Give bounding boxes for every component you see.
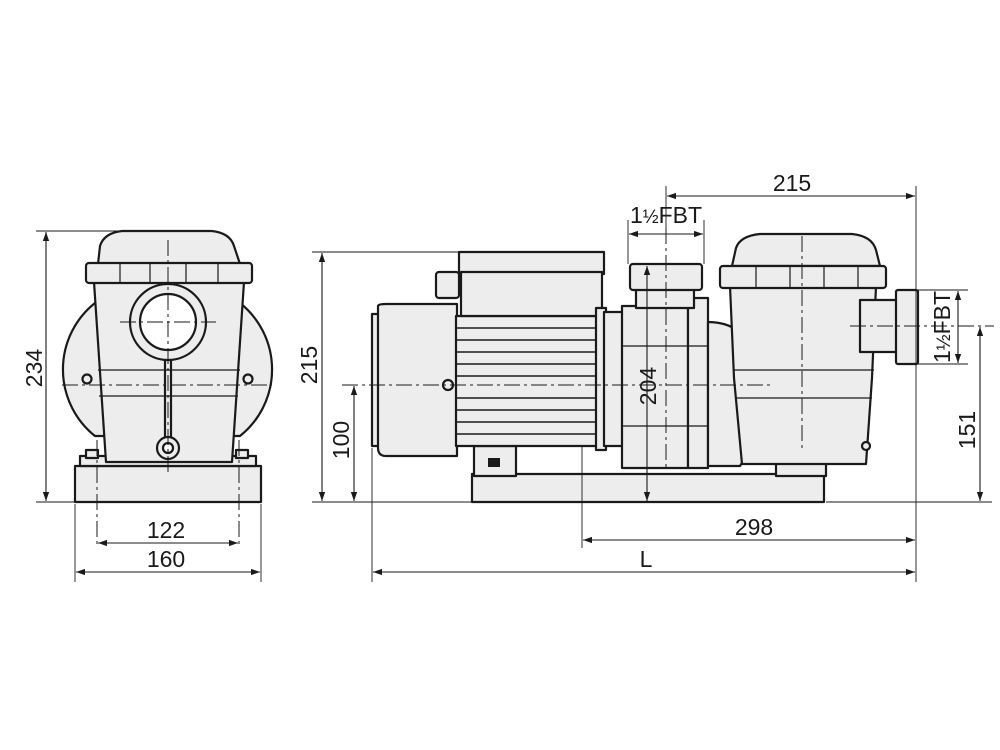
side-lid-dome <box>730 232 882 268</box>
dim-base-distance: 298 <box>735 514 773 540</box>
front-bolt-left <box>81 373 93 385</box>
seal-plate <box>620 304 690 470</box>
dim-side-total-height: 215 <box>296 346 322 384</box>
terminal-box-lid <box>457 250 606 276</box>
front-foot-right <box>234 448 250 460</box>
inlet-port <box>894 288 920 366</box>
motor-body <box>454 314 600 448</box>
dim-front-bolt-spacing: 122 <box>147 517 185 543</box>
dim-front-height: 234 <box>21 349 47 388</box>
side-strainer-body <box>728 284 878 466</box>
front-bolt-right <box>242 373 254 385</box>
front-dimensions: 234 122 160 <box>21 230 262 582</box>
side-dimensions: 215 100 204 215 1½FBT 1½FBT 151 298 <box>296 170 992 582</box>
motor-end-cap <box>376 302 459 458</box>
front-lid-ring <box>84 261 254 285</box>
cable-gland <box>434 270 461 300</box>
terminal-box <box>459 270 604 318</box>
side-view <box>342 228 994 504</box>
side-baseplate <box>470 472 826 504</box>
front-view <box>61 229 274 548</box>
side-lid-ring <box>718 264 888 290</box>
dim-inlet-height: 151 <box>954 411 980 449</box>
front-foot-left <box>84 448 100 460</box>
front-lid-dome <box>96 229 242 266</box>
dim-front-base-width: 160 <box>147 546 185 572</box>
dim-outlet-size: 1½FBT <box>630 202 702 228</box>
dim-top-distance: 215 <box>773 170 811 196</box>
dim-overall-length: L <box>640 546 653 572</box>
motor-cooling-fins <box>456 327 598 435</box>
dim-outlet-height: 204 <box>635 367 661 406</box>
dim-inlet-size: 1½FBT <box>929 291 955 363</box>
clamp-ring <box>686 296 710 470</box>
dim-side-axis-height: 100 <box>328 421 354 459</box>
side-foot-slot <box>488 458 500 467</box>
